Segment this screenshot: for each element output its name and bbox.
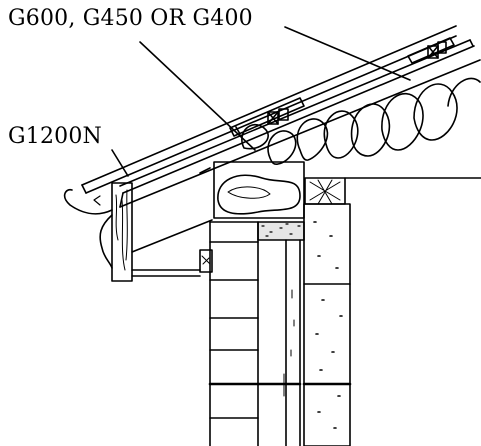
brick-wall xyxy=(210,222,258,446)
leader-line-side xyxy=(112,150,128,176)
gutter-lip xyxy=(94,196,100,205)
lintel-band xyxy=(258,222,304,240)
block-wall xyxy=(304,204,350,446)
soffit xyxy=(132,220,212,276)
material-callout-top: G600, G450 OR G400 xyxy=(8,6,253,31)
leader-line-top-left xyxy=(140,42,255,150)
wall-cavity xyxy=(258,240,300,446)
gutter-curl xyxy=(65,190,112,268)
truss-top-chord xyxy=(120,60,480,207)
fascia-board xyxy=(112,183,132,281)
roof-battens xyxy=(230,38,454,136)
soffit-vent-plate xyxy=(200,250,212,272)
ceiling-insulation xyxy=(218,78,480,213)
connector-plates xyxy=(268,42,446,124)
leader-line-top-right xyxy=(285,27,410,80)
material-callout-side: G1200N xyxy=(8,124,103,149)
